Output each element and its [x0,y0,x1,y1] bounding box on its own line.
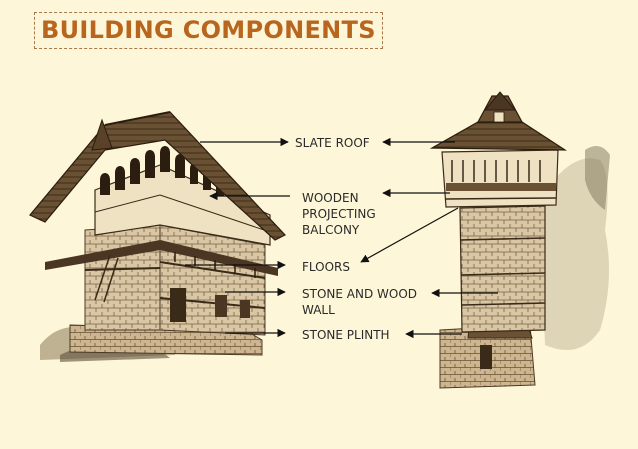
page-title: BUILDING COMPONENTS [41,16,376,44]
callout-arrows [185,137,498,339]
label-floors: FLOORS [302,260,351,274]
label-wooden-projecting-balcony: WOODEN PROJECTING BALCONY [302,191,376,237]
right-tower-drawing [429,91,610,389]
left-house-drawing [29,111,286,362]
arrow-floors-right [360,207,459,263]
title-box: BUILDING COMPONENTS [34,12,383,49]
label-slate-roof: SLATE ROOF [295,136,370,150]
label-stone-plinth: STONE PLINTH [302,328,390,342]
label-stone-and-wood-wall: STONE AND WOOD WALL [302,287,418,317]
